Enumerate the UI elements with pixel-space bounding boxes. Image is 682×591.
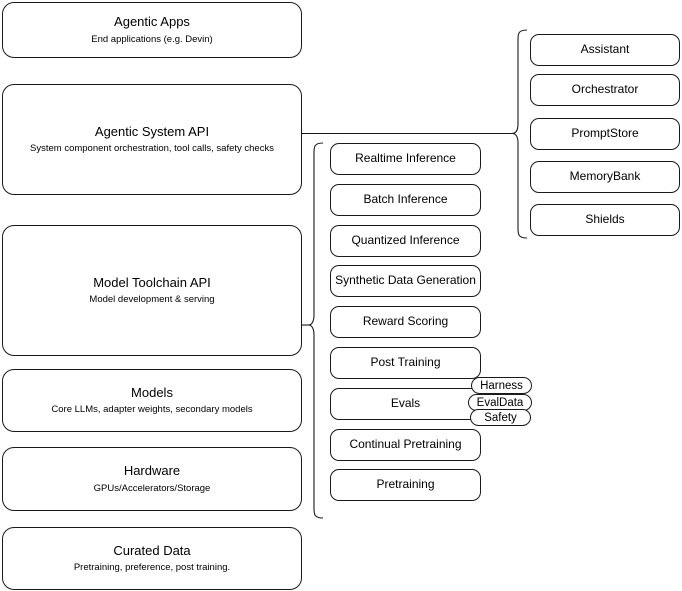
component-box-assistant[interactable]: Assistant [530,34,680,66]
pill-label: Safety [484,411,517,424]
component-box-promptstore[interactable]: PromptStore [530,118,680,150]
component-title: Orchestrator [571,82,639,97]
middle-brace [308,142,324,519]
capability-title: Quantized Inference [351,233,460,248]
capability-box-batch-inference[interactable]: Batch Inference [330,184,481,216]
layer-box-model-toolchain-api[interactable]: Model Toolchain API Model development & … [2,225,302,356]
layer-box-curated-data[interactable]: Curated Data Pretraining, preference, po… [2,527,302,590]
layer-subtitle: Core LLMs, adapter weights, secondary mo… [51,404,253,416]
component-box-orchestrator[interactable]: Orchestrator [530,74,680,106]
capability-box-post-training[interactable]: Post Training [330,347,481,379]
component-box-shields[interactable]: Shields [530,204,680,236]
component-title: Assistant [580,42,630,57]
layer-subtitle: System component orchestration, tool cal… [30,143,274,155]
capability-title: Synthetic Data Generation [335,273,476,288]
capability-box-quantized-inference[interactable]: Quantized Inference [330,225,481,257]
layer-title: Agentic Apps [114,14,190,30]
layer-title: Model Toolchain API [93,274,211,290]
capability-box-pretraining[interactable]: Pretraining [330,469,481,501]
layer-subtitle: GPUs/Accelerators/Storage [93,482,211,494]
capability-title: Batch Inference [363,192,448,207]
layer-box-hardware[interactable]: Hardware GPUs/Accelerators/Storage [2,447,302,511]
capability-box-continual-pretraining[interactable]: Continual Pretraining [330,429,481,461]
capability-title: Reward Scoring [362,314,449,329]
capability-title: Evals [390,396,421,411]
capability-box-synthetic-data-generation[interactable]: Synthetic Data Generation [330,265,481,297]
pill-label: EvalData [476,396,524,409]
capability-title: Continual Pretraining [349,437,462,452]
right-brace [511,29,528,239]
component-title: MemoryBank [569,169,641,184]
evals-pill-safety[interactable]: Safety [470,409,531,426]
layer-title: Curated Data [113,542,191,558]
layer-subtitle: Pretraining, preference, post training. [73,562,231,574]
layer-title: Models [131,384,173,400]
layer-subtitle: Model development & serving [89,294,215,306]
capability-title: Post Training [370,355,441,370]
component-title: Shields [585,212,625,227]
layer-title: Hardware [123,463,181,479]
component-box-memorybank[interactable]: MemoryBank [530,161,680,193]
layer-title: Agentic System API [94,123,210,139]
evals-pill-harness[interactable]: Harness [471,377,532,394]
capability-box-reward-scoring[interactable]: Reward Scoring [330,306,481,338]
capability-title: Pretraining [376,477,435,492]
pill-label: Harness [480,379,523,392]
capability-box-realtime-inference[interactable]: Realtime Inference [330,143,481,175]
layer-subtitle: End applications (e.g. Devin) [91,33,213,45]
capability-title: Realtime Inference [355,151,456,166]
capability-box-evals[interactable]: Evals [330,388,481,420]
component-title: PromptStore [571,126,639,141]
layer-box-models[interactable]: Models Core LLMs, adapter weights, secon… [2,369,302,432]
layer-box-agentic-system-api[interactable]: Agentic System API System component orch… [2,84,302,195]
layer-box-agentic-apps[interactable]: Agentic Apps End applications (e.g. Devi… [2,2,302,58]
